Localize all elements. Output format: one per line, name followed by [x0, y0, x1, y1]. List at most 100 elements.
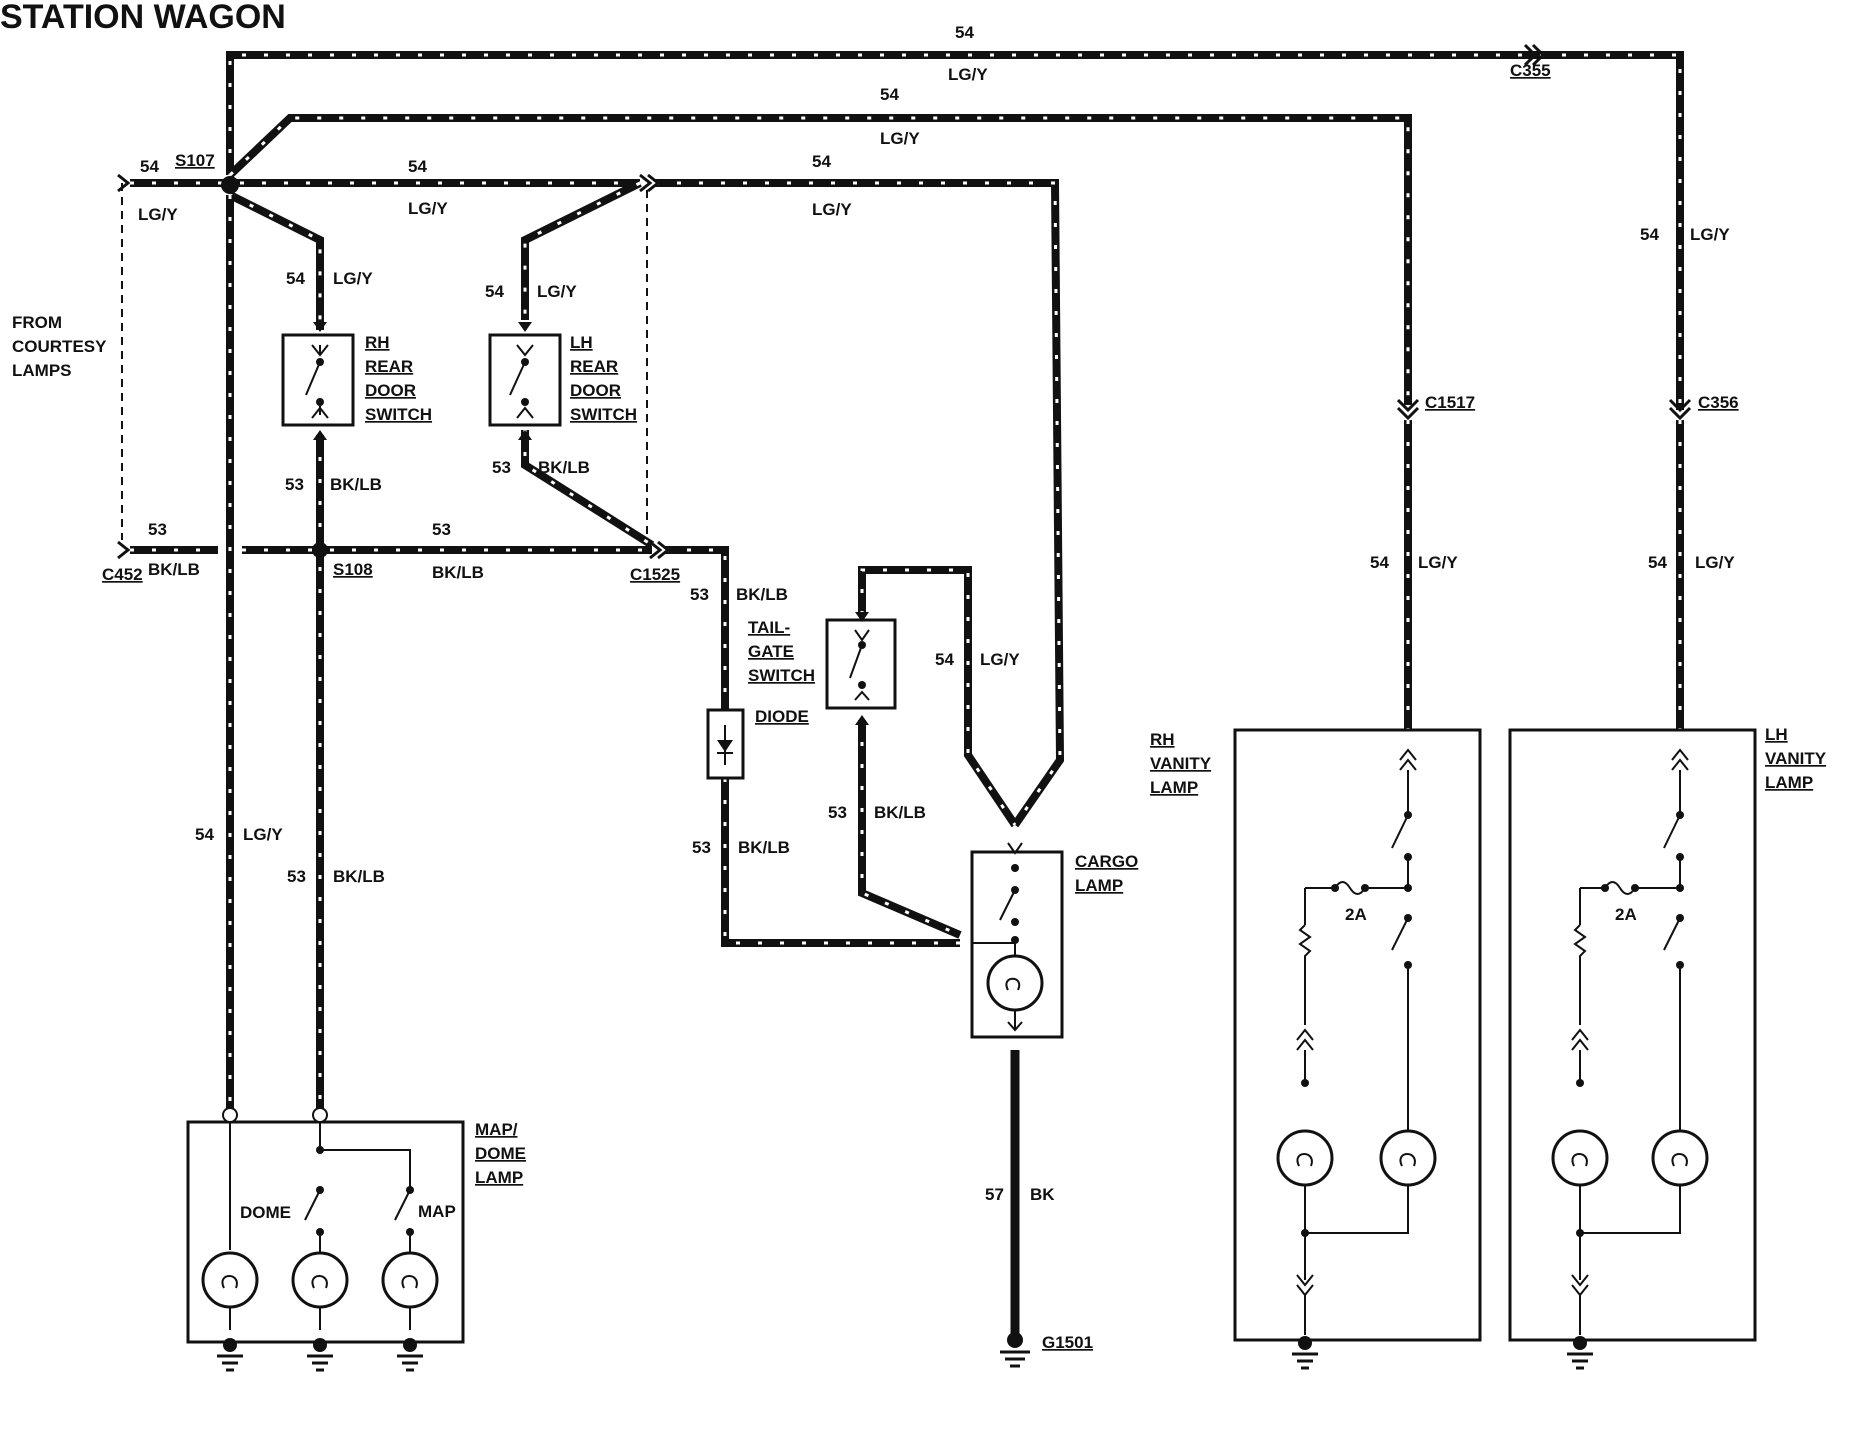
svg-text:LAMP: LAMP	[1075, 876, 1123, 895]
label-bklb: BK/LB	[736, 585, 788, 604]
label-c1525: C1525	[630, 565, 680, 584]
svg-text:SWITCH: SWITCH	[365, 405, 432, 424]
svg-text:LH: LH	[570, 333, 593, 352]
svg-text:MAP/: MAP/	[475, 1120, 518, 1139]
label-54: 54	[286, 269, 305, 288]
lh-vanity-lamp: 2A LH VANITY LAMP	[1508, 725, 1827, 1370]
connector-labels: S107 S108 C452 C1525 C355 C1517 C356 G15…	[102, 61, 1739, 1352]
rh-rear-door-switch: RH REAR DOOR SWITCH	[281, 320, 432, 440]
wire-54-to-rh-door-switch	[228, 191, 324, 320]
label-bk: BK	[1030, 1185, 1055, 1204]
connector-lh-top	[639, 173, 661, 193]
label-c356: C356	[1698, 393, 1739, 412]
cargo-lamp: CARGO LAMP	[970, 842, 1138, 1039]
label-lgy: LG/Y	[948, 65, 988, 84]
ground-g1501	[1000, 1332, 1030, 1368]
wire-54-lgy-group	[130, 51, 1684, 1110]
label-53: 53	[692, 838, 711, 857]
label-c452: C452	[102, 565, 143, 584]
label-2a: 2A	[1345, 905, 1367, 924]
svg-text:RH: RH	[365, 333, 390, 352]
label-lgy: LG/Y	[243, 825, 283, 844]
label-dome: DOME	[240, 1203, 291, 1222]
label-54: 54	[812, 152, 831, 171]
label-lgy: LG/Y	[980, 650, 1020, 669]
svg-text:CARGO: CARGO	[1075, 852, 1138, 871]
svg-text:VANITY: VANITY	[1765, 749, 1827, 768]
connector-c1525-symbol	[649, 540, 671, 560]
svg-text:TAIL-: TAIL-	[748, 618, 790, 637]
label-54: 54	[408, 157, 427, 176]
svg-text:DOOR: DOOR	[365, 381, 416, 400]
svg-text:DOME: DOME	[475, 1144, 526, 1163]
label-54: 54	[195, 825, 214, 844]
wire-54-to-c355	[226, 51, 1684, 410]
label-c355: C355	[1510, 61, 1551, 80]
svg-text:LH: LH	[1765, 725, 1788, 744]
label-lgy: LG/Y	[138, 205, 178, 224]
label-53: 53	[828, 803, 847, 822]
splice-s107	[221, 176, 239, 194]
label-lgy: LG/Y	[537, 282, 577, 301]
from-courtesy-lamps-label: FROM COURTESY LAMPS	[12, 313, 107, 380]
svg-text:REAR: REAR	[365, 357, 413, 376]
wire-labels: 54 LG/Y 54 LG/Y 54 LG/Y 54 LG/Y 54 LG/Y …	[138, 23, 1735, 1204]
wire-53-c1525-to-diode	[665, 546, 729, 710]
label-bklb: BK/LB	[738, 838, 790, 857]
wire-54-to-lh-door-switch	[521, 179, 642, 320]
label-bklb: BK/LB	[538, 458, 590, 477]
label-bklb: BK/LB	[330, 475, 382, 494]
tailgate-switch: TAIL- GATE SWITCH	[748, 612, 897, 725]
label-54: 54	[140, 157, 159, 176]
svg-text:COURTESY: COURTESY	[12, 337, 107, 356]
diode: DIODE	[706, 707, 809, 780]
label-bklb: BK/LB	[432, 563, 484, 582]
label-54: 54	[485, 282, 504, 301]
ground-lh-vanity	[1567, 1336, 1593, 1370]
svg-text:LAMP: LAMP	[1765, 773, 1813, 792]
map-dome-lamp: DOME MAP MAP/ DOME LAMP	[186, 1107, 526, 1372]
diagram-title: STATION WAGON	[0, 0, 286, 36]
label-lgy: LG/Y	[408, 199, 448, 218]
label-g1501: G1501	[1042, 1333, 1093, 1352]
wire-54-tailgate-to-cargo	[858, 566, 1019, 828]
svg-text:VANITY: VANITY	[1150, 754, 1212, 773]
wire-53-lh-switch-to-c1525	[521, 430, 655, 549]
splice-s108	[312, 542, 328, 558]
svg-text:REAR: REAR	[570, 357, 618, 376]
label-s107: S107	[175, 151, 215, 170]
svg-text:RH: RH	[1150, 730, 1175, 749]
label-54: 54	[1648, 553, 1667, 572]
label-53: 53	[690, 585, 709, 604]
label-53: 53	[285, 475, 304, 494]
label-c1517: C1517	[1425, 393, 1475, 412]
label-lgy: LG/Y	[1695, 553, 1735, 572]
label-map: MAP	[418, 1202, 456, 1221]
label-57: 57	[985, 1185, 1004, 1204]
connector-c356-symbol	[1668, 398, 1692, 421]
label-bklb: BK/LB	[874, 803, 926, 822]
svg-text:DIODE: DIODE	[755, 707, 809, 726]
connector-left-top	[117, 173, 131, 193]
label-bklb: BK/LB	[333, 867, 385, 886]
svg-text:LAMP: LAMP	[1150, 778, 1198, 797]
label-54: 54	[955, 23, 974, 42]
label-54: 54	[935, 650, 954, 669]
connector-c1517-symbol	[1396, 398, 1420, 421]
label-bklb: BK/LB	[148, 560, 200, 579]
wire-53-bklb-group	[130, 430, 962, 1110]
wire-53-diode-to-cargo	[721, 778, 960, 947]
svg-text:SWITCH: SWITCH	[570, 405, 637, 424]
connector-c452-symbol	[117, 540, 131, 560]
label-54: 54	[1640, 225, 1659, 244]
label-53: 53	[287, 867, 306, 886]
ground-map-dome	[217, 1338, 423, 1372]
svg-text:LAMPS: LAMPS	[12, 361, 72, 380]
svg-text:GATE: GATE	[748, 642, 794, 661]
svg-text:DOOR: DOOR	[570, 381, 621, 400]
svg-text:FROM: FROM	[12, 313, 62, 332]
label-53: 53	[492, 458, 511, 477]
label-lgy: LG/Y	[880, 129, 920, 148]
ground-rh-vanity	[1292, 1336, 1318, 1370]
